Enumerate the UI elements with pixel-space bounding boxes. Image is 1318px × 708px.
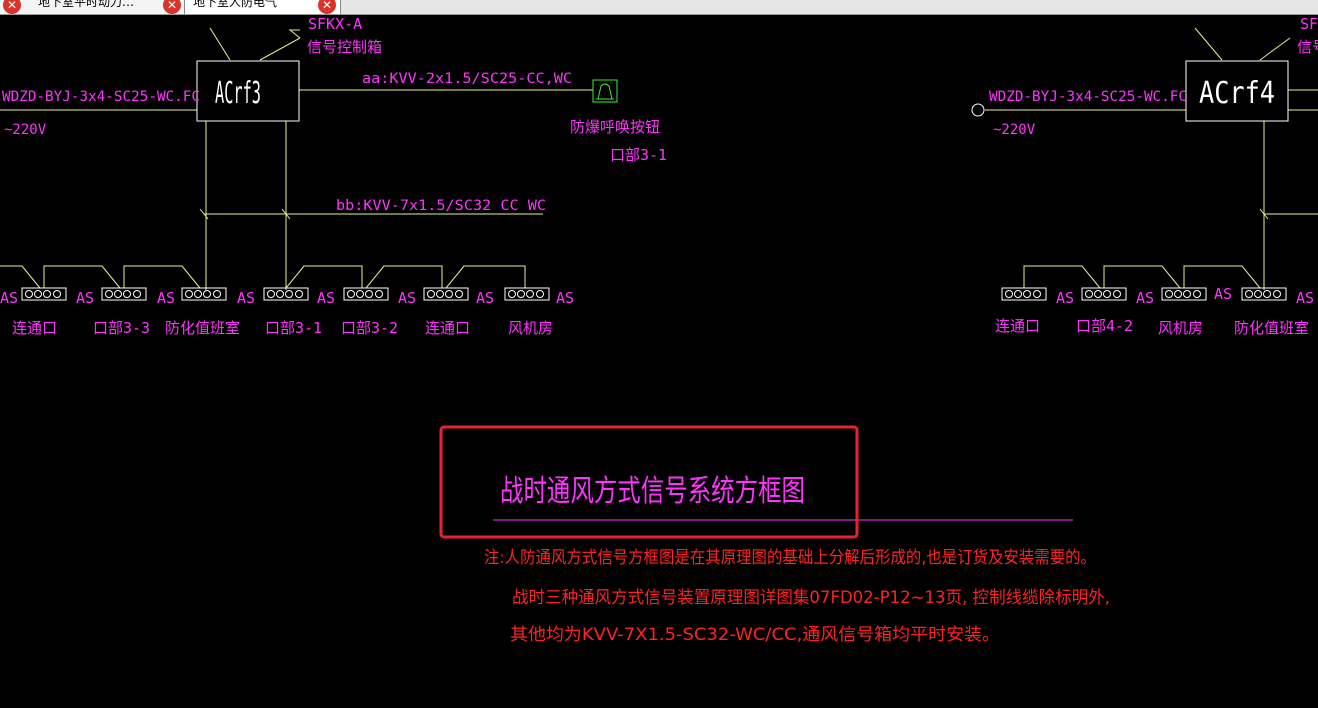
left-box-name: 信号控制箱 bbox=[307, 38, 382, 56]
left-voltage: ~220V bbox=[4, 122, 47, 138]
left-box-label: ACrf3 bbox=[215, 76, 261, 111]
as-label: AS bbox=[1136, 289, 1154, 307]
tab-label: 地下室平时动力… bbox=[38, 0, 135, 9]
as-label: AS bbox=[556, 289, 574, 307]
cable-aa-label: aa:KVV-2x1.5/SC25-CC,WC bbox=[362, 71, 572, 87]
left-box-model: SFKX-A bbox=[308, 15, 362, 33]
right-signal-box[interactable] bbox=[1185, 60, 1289, 122]
call-button-location: 口部3-1 bbox=[610, 146, 667, 164]
diagram-title: 战时通风方式信号系统方框图 bbox=[500, 474, 805, 509]
as-label: AS bbox=[76, 289, 94, 307]
tab-power-plan[interactable]: ✕ 地下室平时动力… ✕ bbox=[0, 0, 185, 14]
as-label: AS bbox=[476, 289, 494, 307]
right-unit-locations: 连通口 口部4-2 风机房 防化值班室 bbox=[995, 317, 1309, 337]
unit-location: 防化值班室 bbox=[1234, 319, 1309, 337]
note-line: 注:人防通风方式信号方框图是在其原理图的基础上分解后形成的,也是订货及安装需要的… bbox=[484, 548, 1096, 568]
as-label: AS bbox=[1214, 285, 1232, 303]
right-wiring bbox=[985, 27, 1318, 290]
left-signal-box[interactable] bbox=[196, 60, 300, 122]
unit-location: 口部4-2 bbox=[1076, 317, 1133, 335]
unit-location: 口部3-1 bbox=[265, 319, 322, 337]
right-box-label: ACrf4 bbox=[1199, 76, 1275, 111]
left-wiring bbox=[0, 27, 593, 290]
call-button-symbol[interactable] bbox=[592, 79, 618, 103]
right-indicator-units bbox=[1001, 287, 1287, 301]
left-feed-cable: WDZD-BYJ-3x4-SC25-WC.FC bbox=[2, 89, 200, 105]
right-box-model: SF bbox=[1300, 15, 1318, 33]
close-icon[interactable]: ✕ bbox=[318, 0, 336, 14]
as-label: AS bbox=[317, 289, 335, 307]
as-label: AS bbox=[1296, 289, 1314, 307]
as-label: AS bbox=[398, 289, 416, 307]
unit-location: 口部3-3 bbox=[93, 319, 150, 337]
cable-bb-label: bb:KVV-7x1.5/SC32 CC WC bbox=[336, 198, 546, 214]
note-line: 战时三种通风方式信号装置原理图详图集07FD02-P12~13页, 控制线缆除标… bbox=[512, 588, 1110, 608]
as-label: AS bbox=[157, 289, 175, 307]
as-label: AS bbox=[237, 289, 255, 307]
close-icon[interactable]: ✕ bbox=[3, 0, 21, 14]
right-feed-terminal bbox=[971, 103, 985, 117]
as-label: AS bbox=[1056, 289, 1074, 307]
unit-location: 防化值班室 bbox=[165, 319, 240, 337]
unit-location: 口部3-2 bbox=[341, 319, 398, 337]
note-line: 其他均为KVV-7X1.5-SC32-WC/CC,通风信号箱均平时安装。 bbox=[510, 625, 1000, 645]
right-as-labels: AS AS AS AS bbox=[1056, 285, 1314, 307]
close-icon[interactable]: ✕ bbox=[163, 0, 181, 14]
right-box-name: 信号 bbox=[1297, 38, 1318, 56]
right-voltage: ~220V bbox=[993, 122, 1036, 138]
document-tab-bar: ✕ 地下室平时动力… ✕ 地下室人防电气 ✕ bbox=[0, 0, 1318, 15]
tab-civil-defense[interactable]: 地下室人防电气 ✕ bbox=[185, 0, 341, 14]
left-as-labels: AS AS AS AS AS AS AS AS bbox=[0, 289, 574, 307]
left-unit-locations: 连通口 口部3-3 防化值班室 口部3-1 口部3-2 连通口 风机房 bbox=[12, 319, 553, 337]
unit-location: 风机房 bbox=[508, 319, 553, 337]
selection-highlight-box bbox=[439, 425, 859, 539]
unit-location: 风机房 bbox=[1158, 319, 1203, 337]
as-label: AS bbox=[0, 289, 18, 307]
diagram-notes: 注:人防通风方式信号方框图是在其原理图的基础上分解后形成的,也是订货及安装需要的… bbox=[484, 548, 1110, 645]
call-button-name: 防爆呼唤按钮 bbox=[570, 118, 660, 136]
right-feed-cable: WDZD-BYJ-3x4-SC25-WC.FC bbox=[989, 89, 1187, 105]
cad-drawing-canvas[interactable]: ACrf3 SFKX-A 信号控制箱 WDZD-BYJ-3x4-SC25-WC.… bbox=[0, 15, 1318, 708]
left-indicator-units bbox=[21, 287, 550, 301]
tab-label: 地下室人防电气 bbox=[193, 0, 278, 9]
unit-location: 连通口 bbox=[12, 319, 57, 337]
unit-location: 连通口 bbox=[425, 319, 470, 337]
unit-location: 连通口 bbox=[995, 317, 1040, 335]
